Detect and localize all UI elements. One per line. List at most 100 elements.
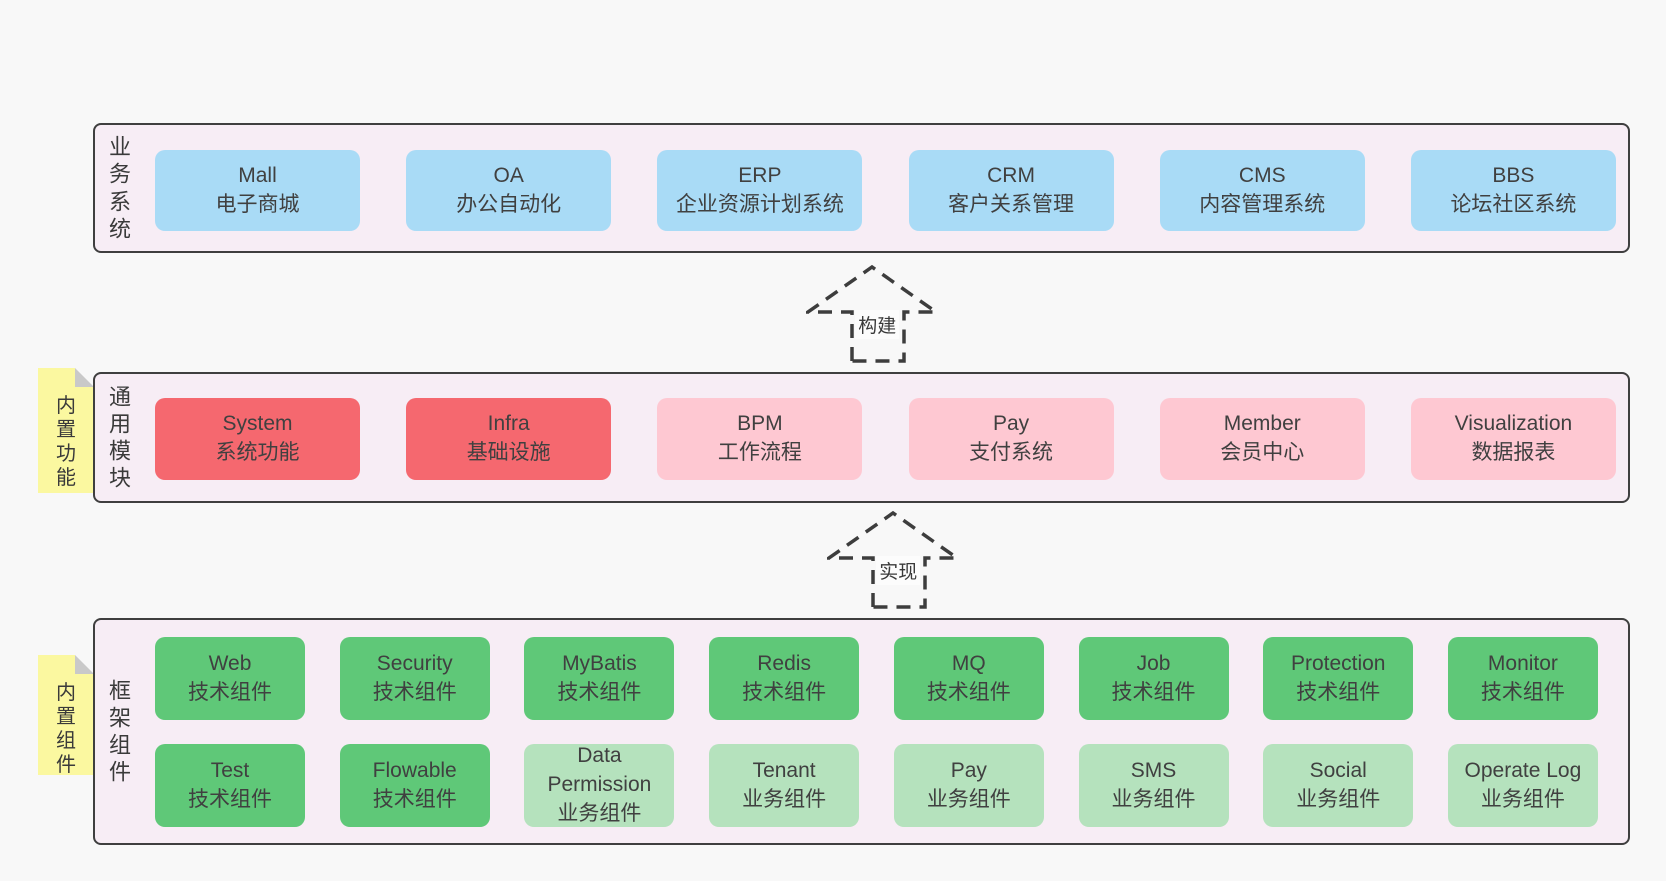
sticky-note-built-in-components: 内置组件 xyxy=(38,655,94,776)
box-subtitle: 客户关系管理 xyxy=(948,192,1075,216)
band-framework-components: 框架组件 Web 技术组件 Security 技术组件 MyBatis 技术组件… xyxy=(93,618,1630,845)
box-mq: MQ 技术组件 xyxy=(893,637,1044,720)
box-title: Member xyxy=(1223,412,1301,436)
box-subtitle: 会员中心 xyxy=(1220,441,1305,464)
box-title: OA xyxy=(493,163,524,187)
box-title: CRM xyxy=(987,163,1035,187)
box-system: System 系统功能 xyxy=(155,398,360,480)
band-common-modules: 通用模块 System 系统功能 Infra 基础设施 BPM 工作流程 Pay… xyxy=(93,372,1630,503)
box-title: Pay xyxy=(950,758,987,782)
box-visualization: Visualization 数据报表 xyxy=(1410,398,1616,480)
box-subtitle: 工作流程 xyxy=(717,441,802,464)
box-title: Test xyxy=(210,758,250,782)
box-subtitle: 技术组件 xyxy=(188,787,272,811)
box-title: Job xyxy=(1136,651,1171,675)
box-subtitle: 内容管理系统 xyxy=(1199,192,1326,216)
box-subtitle: 业务组件 xyxy=(557,801,642,825)
box-title: Flowable xyxy=(372,758,457,782)
box-title: Data Permission xyxy=(547,744,652,797)
up-arrow-icon xyxy=(806,264,938,363)
band-label: 通用模块 xyxy=(108,383,131,491)
band-label: 业务系统 xyxy=(108,134,131,242)
box-subtitle: 业务组件 xyxy=(742,787,827,811)
box-job: Job 技术组件 xyxy=(1078,637,1229,720)
box-pay: Pay 支付系统 xyxy=(908,398,1114,480)
box-protection: Protection 技术组件 xyxy=(1263,637,1414,720)
box-subtitle: 支付系统 xyxy=(969,441,1054,464)
box-oa: OA 办公自动化 xyxy=(406,150,612,231)
box-title: Pay xyxy=(992,412,1030,436)
up-arrow-dashed-implement: 实现 xyxy=(827,510,959,610)
box-redis: Redis 技术组件 xyxy=(709,637,860,720)
band-row: Test 技术组件 Flowable 技术组件 Data Permission … xyxy=(155,744,1598,827)
box-subtitle: 技术组件 xyxy=(1296,680,1381,704)
box-subtitle: 论坛社区系统 xyxy=(1450,192,1577,216)
box-subtitle: 技术组件 xyxy=(926,680,1011,704)
box-erp: ERP 企业资源计划系统 xyxy=(657,150,863,231)
box-subtitle: 技术组件 xyxy=(1111,680,1196,704)
folded-corner-icon xyxy=(75,368,94,387)
box-web: Web 技术组件 xyxy=(155,637,305,720)
box-subtitle: 技术组件 xyxy=(372,787,457,811)
box-monitor: Monitor 技术组件 xyxy=(1447,637,1598,720)
box-title: MyBatis xyxy=(562,651,637,675)
up-arrow-icon xyxy=(827,510,959,609)
sticky-note-label: 内置组件 xyxy=(56,682,76,776)
box-operate-log: Operate Log 业务组件 xyxy=(1447,744,1598,827)
box-title: Infra xyxy=(487,412,530,436)
box-subtitle: 系统功能 xyxy=(215,441,300,464)
box-crm: CRM 客户关系管理 xyxy=(908,150,1114,231)
box-title: Tenant xyxy=(752,758,816,782)
box-subtitle: 业务组件 xyxy=(1296,787,1381,811)
box-title: Visualization xyxy=(1454,412,1573,436)
box-subtitle: 电子商城 xyxy=(215,192,300,216)
arrow-label: 构建 xyxy=(855,310,900,339)
band-business-systems: 业务系统 Mall 电子商城 OA 办公自动化 ERP 企业资源计划系统 CRM… xyxy=(93,123,1630,253)
arrow-label: 实现 xyxy=(876,556,921,585)
box-test: Test 技术组件 xyxy=(155,744,305,827)
folded-corner-icon xyxy=(75,655,94,674)
box-bbs: BBS 论坛社区系统 xyxy=(1410,150,1616,231)
box-bpm: BPM 工作流程 xyxy=(657,398,863,480)
box-subtitle: 技术组件 xyxy=(372,680,457,704)
box-title: Web xyxy=(208,651,252,675)
box-subtitle: 技术组件 xyxy=(557,680,642,704)
box-subtitle: 基础设施 xyxy=(466,441,551,464)
box-title: Social xyxy=(1309,758,1367,782)
band-row: Web 技术组件 Security 技术组件 MyBatis 技术组件 Redi… xyxy=(155,637,1598,720)
band-row: Mall 电子商城 OA 办公自动化 ERP 企业资源计划系统 CRM 客户关系… xyxy=(155,150,1616,231)
box-title: System xyxy=(222,412,293,436)
box-subtitle: 企业资源计划系统 xyxy=(675,192,844,216)
band-row: System 系统功能 Infra 基础设施 BPM 工作流程 Pay 支付系统… xyxy=(155,398,1616,480)
box-subtitle: 业务组件 xyxy=(1111,787,1196,811)
box-title: Security xyxy=(376,651,453,675)
box-subtitle: 业务组件 xyxy=(926,787,1011,811)
box-title: Redis xyxy=(757,651,811,675)
box-subtitle: 办公自动化 xyxy=(456,192,562,216)
box-title: CMS xyxy=(1238,163,1286,187)
box-member: Member 会员中心 xyxy=(1159,398,1365,480)
up-arrow-dashed-build: 构建 xyxy=(806,264,938,364)
sticky-note-built-in-features: 内置功能 xyxy=(38,368,94,493)
box-infra: Infra 基础设施 xyxy=(406,398,612,480)
box-subtitle: 技术组件 xyxy=(1480,680,1565,704)
box-social: Social 业务组件 xyxy=(1263,744,1414,827)
box-tenant: Tenant 业务组件 xyxy=(709,744,860,827)
box-title: Mall xyxy=(238,163,277,187)
box-flowable: Flowable 技术组件 xyxy=(339,744,490,827)
box-title: SMS xyxy=(1130,758,1177,782)
box-security: Security 技术组件 xyxy=(339,637,490,720)
box-title: Protection xyxy=(1290,651,1386,675)
box-subtitle: 技术组件 xyxy=(188,680,272,704)
box-pay-biz: Pay 业务组件 xyxy=(893,744,1044,827)
box-title: BPM xyxy=(737,412,783,436)
box-title: MQ xyxy=(951,651,986,675)
box-mall: Mall 电子商城 xyxy=(155,150,360,231)
band-label: 框架组件 xyxy=(108,677,131,785)
box-mybatis: MyBatis 技术组件 xyxy=(524,637,675,720)
box-subtitle: 业务组件 xyxy=(1480,787,1565,811)
sticky-note-label: 内置功能 xyxy=(56,395,76,489)
box-data-permission: Data Permission 业务组件 xyxy=(524,744,675,827)
box-title: ERP xyxy=(738,163,782,187)
